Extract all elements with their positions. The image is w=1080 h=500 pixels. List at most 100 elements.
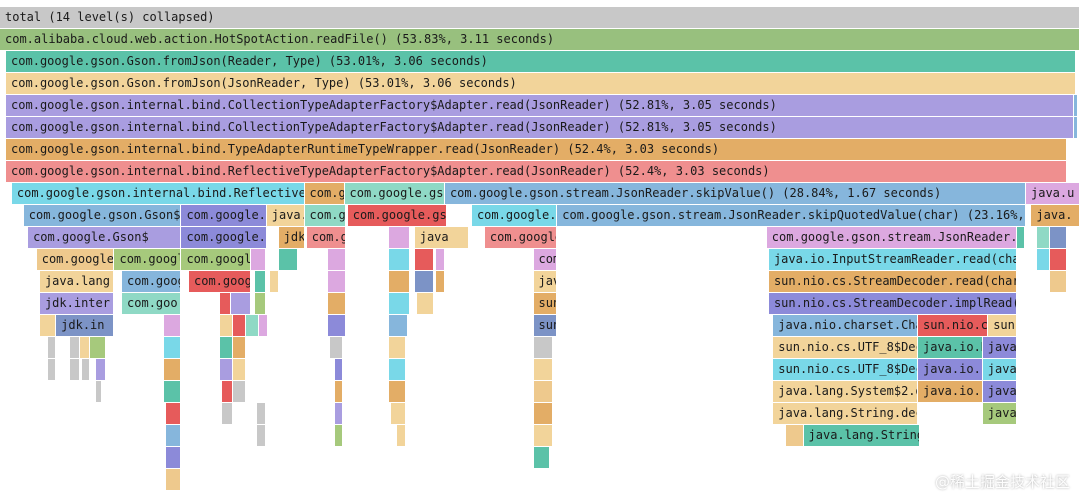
flame-frame[interactable] xyxy=(1017,227,1025,249)
flame-frame[interactable] xyxy=(246,315,260,337)
flame-frame[interactable]: com.google.gson.internal.bind.Collection… xyxy=(6,95,1074,117)
flame-frame[interactable]: com xyxy=(533,249,558,271)
flame-frame[interactable] xyxy=(388,315,409,337)
flame-frame[interactable] xyxy=(436,249,445,271)
flame-frame[interactable] xyxy=(164,359,182,381)
flame-frame[interactable]: com.goog xyxy=(189,271,251,293)
flame-frame[interactable]: com.google xyxy=(484,227,558,249)
flame-frame[interactable]: sun xyxy=(533,315,558,337)
flame-frame[interactable] xyxy=(164,315,182,337)
flame-frame[interactable] xyxy=(330,337,344,359)
flame-frame[interactable]: sun.nio.cs.StreamDecoder.implRead(c xyxy=(768,293,1018,315)
flame-frame[interactable]: com.google.gson.internal.bind.TypeAdapte… xyxy=(6,139,1068,161)
flame-frame[interactable] xyxy=(278,249,299,271)
flame-frame[interactable]: com.google.gson.Gson.fromJson(Reader, Ty… xyxy=(6,51,1076,73)
flame-frame[interactable]: java.io.F xyxy=(918,359,983,381)
flame-frame[interactable] xyxy=(334,359,344,381)
flame-frame[interactable]: java.lang xyxy=(39,271,115,293)
flame-frame[interactable]: sun.nio.c xyxy=(918,315,989,337)
flame-frame[interactable] xyxy=(96,381,102,403)
flame-frame[interactable]: java xyxy=(982,337,1018,359)
flame-frame[interactable] xyxy=(328,271,346,293)
flame-frame[interactable]: com.google.g xyxy=(471,205,558,227)
flame-frame[interactable] xyxy=(1036,227,1050,249)
flame-frame[interactable] xyxy=(416,293,435,315)
flame-frame[interactable] xyxy=(233,315,247,337)
flame-frame[interactable] xyxy=(257,425,266,447)
flame-frame[interactable] xyxy=(328,315,346,337)
flame-frame[interactable] xyxy=(47,359,57,381)
flame-frame[interactable] xyxy=(533,447,550,469)
flame-frame[interactable] xyxy=(39,315,57,337)
flame-frame[interactable] xyxy=(533,381,553,403)
flame-frame[interactable]: java. xyxy=(1031,205,1080,227)
flame-frame[interactable] xyxy=(388,227,411,249)
flame-frame[interactable] xyxy=(220,315,234,337)
flame-frame[interactable] xyxy=(79,337,90,359)
flame-frame[interactable] xyxy=(231,293,251,315)
flame-frame[interactable]: java xyxy=(982,381,1018,403)
flame-frame[interactable]: com.google.gson.internal.bind.Collection… xyxy=(6,117,1074,139)
flame-frame[interactable] xyxy=(436,271,445,293)
flame-frame[interactable]: java.lang.System$2.d xyxy=(773,381,918,403)
flame-frame[interactable]: sun.nio.cs.UTF_8$Dec xyxy=(773,337,918,359)
flame-frame[interactable] xyxy=(414,271,435,293)
flame-frame[interactable] xyxy=(414,249,435,271)
flame-frame[interactable]: com.googl xyxy=(181,249,251,271)
flame-frame[interactable] xyxy=(254,293,266,315)
flame-frame[interactable]: jdk.in xyxy=(56,315,115,337)
flame-frame[interactable]: java.io.B xyxy=(918,337,983,359)
flame-frame[interactable] xyxy=(328,249,346,271)
flame-frame[interactable]: com.g xyxy=(306,227,346,249)
flame-frame[interactable]: com.google.gson.stream.JsonReader.skipVa… xyxy=(444,183,1026,205)
flame-frame[interactable] xyxy=(166,469,182,491)
flame-frame[interactable] xyxy=(270,271,279,293)
flame-frame[interactable] xyxy=(334,381,344,403)
flame-frame[interactable]: total (14 level(s) collapsed) xyxy=(0,7,1080,29)
flame-frame[interactable]: com.g xyxy=(304,205,346,227)
flame-frame[interactable] xyxy=(388,337,407,359)
flame-frame[interactable]: com.goo xyxy=(122,293,182,315)
flame-frame[interactable]: java xyxy=(982,403,1018,425)
flame-frame[interactable] xyxy=(388,381,407,403)
flame-frame[interactable]: java.nio.charset.Cha xyxy=(773,315,918,337)
flame-frame[interactable] xyxy=(233,337,247,359)
flame-frame[interactable]: com.googl xyxy=(114,249,182,271)
flame-frame[interactable] xyxy=(1073,117,1078,139)
flame-frame[interactable] xyxy=(220,293,232,315)
flame-frame[interactable] xyxy=(47,337,57,359)
flame-frame[interactable] xyxy=(533,359,553,381)
flame-frame[interactable]: sun.nio.cs.UTF_8$Dec xyxy=(773,359,918,381)
flame-frame[interactable] xyxy=(70,337,80,359)
flame-frame[interactable] xyxy=(390,403,407,425)
flame-frame[interactable]: java xyxy=(414,227,469,249)
flame-frame[interactable]: com.google.g xyxy=(181,227,267,249)
flame-frame[interactable]: com.goog xyxy=(122,271,182,293)
flame-frame[interactable] xyxy=(222,403,234,425)
flame-frame[interactable] xyxy=(388,359,407,381)
flame-frame[interactable]: com.google.gso xyxy=(344,183,445,205)
flame-frame[interactable]: jav xyxy=(533,271,558,293)
flame-frame[interactable]: com.google.gson.Gson.fromJson(JsonReader… xyxy=(6,73,1076,95)
flame-frame[interactable]: jdk.inter xyxy=(39,293,115,315)
flame-frame[interactable] xyxy=(82,359,90,381)
flame-frame[interactable]: sun xyxy=(533,293,558,315)
flame-frame[interactable]: com.google.gson.internal.bind.Reflective… xyxy=(11,183,305,205)
flame-frame[interactable] xyxy=(89,337,106,359)
flame-frame[interactable]: java.io.InputStreamReader.read(char xyxy=(768,249,1018,271)
flame-frame[interactable]: java.lang.String.dec xyxy=(773,403,918,425)
flame-frame[interactable]: com.google.g xyxy=(181,205,267,227)
flame-frame[interactable] xyxy=(533,403,553,425)
flame-frame[interactable] xyxy=(250,249,266,271)
flame-frame[interactable]: com.google.gson.stream.JsonReader.skipQu… xyxy=(557,205,1026,227)
flame-frame[interactable] xyxy=(70,359,80,381)
flame-frame[interactable]: com.google.Gson$ xyxy=(28,227,182,249)
flame-frame[interactable] xyxy=(166,447,182,469)
flame-frame[interactable]: sun.nio.cs.StreamDecoder.read(char[ xyxy=(768,271,1018,293)
flame-frame[interactable]: java.io.F xyxy=(918,381,983,403)
flame-frame[interactable] xyxy=(334,425,344,447)
flame-frame[interactable] xyxy=(388,293,411,315)
flame-frame[interactable]: com.alibaba.cloud.web.action.HotSpotActi… xyxy=(0,29,1080,51)
flame-frame[interactable] xyxy=(233,381,247,403)
flame-frame[interactable]: java.lang.String xyxy=(803,425,921,447)
